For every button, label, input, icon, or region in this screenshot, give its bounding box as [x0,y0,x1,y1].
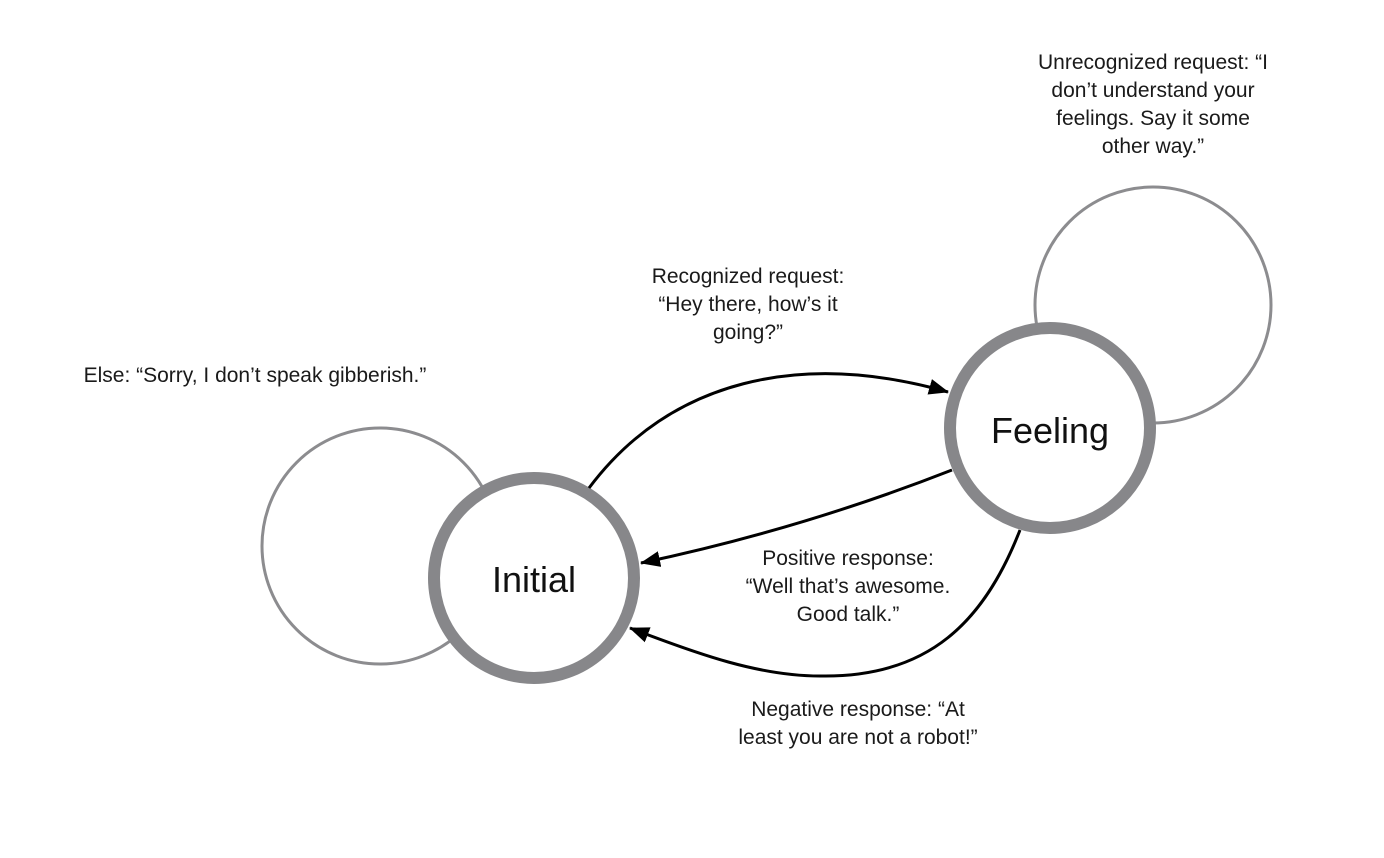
feeling-state-circle [944,322,1156,534]
positive-response-arrow [640,468,953,567]
initial-state-circle [428,472,640,684]
negative-response-arrow [629,529,1022,678]
else-transition-label: Else: “Sorry, I don’t speak gibberish.” [83,364,427,387]
unrecognized-transition-label: Unrecognized request: “I don’t understan… [1038,51,1268,158]
initial-state-label: Initial [491,559,577,600]
recognized-transition-label: Recognized request: “Hey there, how’s it… [651,265,845,344]
positive-transition-label: Positive response: “Well that’s awesome.… [745,547,951,626]
feeling-state-label: Feeling [990,410,1110,451]
recognized-request-arrow [587,372,949,489]
negative-transition-label: Negative response: “At least you are not… [738,698,978,749]
